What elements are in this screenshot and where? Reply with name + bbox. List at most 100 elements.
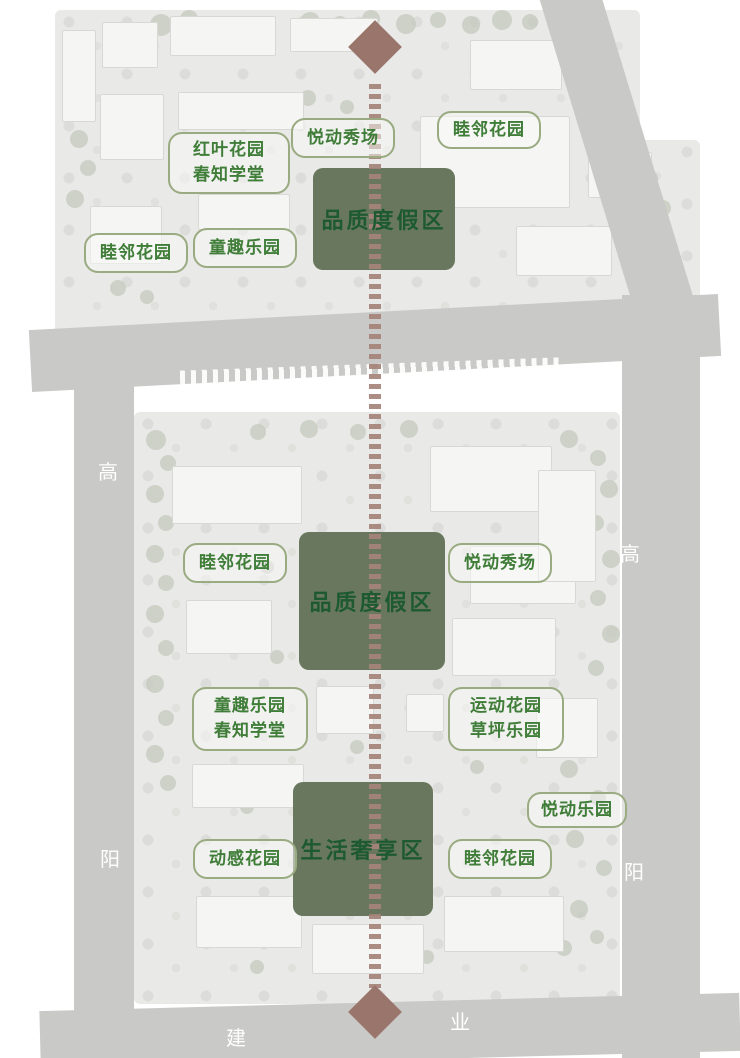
tree-canopy	[570, 900, 588, 918]
tree-canopy	[70, 130, 88, 148]
zone-quality-resort-mid-label: 品质度假区	[299, 532, 445, 670]
building-footprint	[452, 618, 556, 676]
tree-canopy	[350, 740, 364, 754]
building-footprint	[312, 924, 424, 974]
building-footprint	[192, 764, 304, 808]
building-footprint	[516, 226, 612, 276]
label-line: 红叶花园	[193, 140, 265, 160]
tree-canopy	[602, 625, 620, 643]
tree-canopy	[80, 160, 96, 176]
tree-canopy	[566, 830, 584, 848]
tree-canopy	[158, 640, 174, 656]
tree-canopy	[110, 280, 126, 296]
label-line: 童趣乐园	[214, 696, 286, 716]
label-joy-show-north: 悦动秀场	[291, 118, 395, 158]
zone-life-luxury-label: 生活奢享区	[293, 782, 433, 916]
tree-canopy	[158, 710, 174, 726]
tree-canopy	[270, 650, 284, 664]
building-footprint	[196, 896, 302, 948]
tree-canopy	[350, 424, 366, 440]
label-line: 春知学堂	[193, 165, 265, 184]
label-red-leaf-garden-school: 红叶花园 春知学堂	[168, 132, 290, 194]
building-footprint	[444, 896, 564, 952]
label-line: 童趣乐园	[209, 237, 281, 257]
tree-canopy	[300, 420, 318, 438]
zone-label-text: 品质度假区	[321, 208, 447, 233]
label-sports-lawn-garden: 运动花园 草坪乐园	[448, 687, 564, 751]
tree-canopy	[470, 760, 484, 774]
tree-canopy	[396, 14, 416, 34]
building-footprint	[172, 466, 302, 524]
tree-canopy	[590, 450, 606, 466]
label-kids-fun-school-mid: 童趣乐园 春知学堂	[192, 687, 308, 751]
tree-canopy	[158, 515, 174, 531]
tree-canopy	[146, 605, 164, 623]
tree-canopy	[146, 545, 164, 563]
label-line: 睦邻花园	[100, 242, 172, 262]
label-line: 运动花园	[470, 696, 542, 716]
road-label-left-top: 高	[98, 462, 119, 484]
tree-canopy	[158, 575, 174, 591]
central-axis-dashed-line	[369, 84, 381, 988]
tree-canopy	[600, 480, 618, 498]
building-footprint	[100, 94, 164, 160]
building-footprint	[170, 16, 276, 56]
road-label-left-bottom: 阳	[100, 849, 121, 871]
tree-canopy	[66, 190, 84, 208]
building-footprint	[470, 40, 562, 90]
tree-canopy	[140, 290, 154, 304]
tree-canopy	[462, 16, 480, 34]
road-label-right-top: 高	[620, 544, 641, 566]
tree-canopy	[430, 12, 446, 28]
tree-canopy	[146, 675, 164, 693]
building-footprint	[102, 22, 158, 68]
tree-canopy	[146, 745, 164, 763]
building-footprint	[186, 600, 272, 654]
road-label-bottom-left: 建	[226, 1028, 247, 1050]
label-line: 悦动秀场	[464, 552, 536, 572]
tree-canopy	[146, 485, 164, 503]
tree-canopy	[590, 590, 606, 606]
zone-label-text: 生活奢享区	[300, 838, 426, 863]
building-footprint	[62, 30, 96, 122]
label-line: 睦邻花园	[453, 119, 525, 139]
tree-canopy	[400, 420, 418, 438]
tree-canopy	[340, 100, 354, 114]
label-neighbor-garden-ne: 睦邻花园	[437, 111, 541, 149]
tree-canopy	[590, 930, 604, 944]
road-label-right-bottom: 阳	[624, 862, 645, 884]
road-label-bottom-right: 业	[450, 1012, 471, 1034]
label-line: 动感花园	[209, 848, 281, 868]
tree-canopy	[602, 550, 620, 568]
zone-quality-resort-north-block	[313, 168, 455, 270]
zone-label-text: 品质度假区	[309, 590, 435, 615]
label-line: 睦邻花园	[199, 552, 271, 572]
left-road	[74, 380, 134, 1058]
label-line: 悦动乐园	[541, 799, 613, 819]
tree-canopy	[160, 775, 176, 791]
zone-life-luxury-block	[293, 782, 433, 916]
tree-canopy	[588, 660, 604, 676]
zone-quality-resort-north-label: 品质度假区	[313, 168, 455, 270]
building-footprint	[198, 194, 290, 230]
building-footprint	[406, 694, 444, 732]
right-road	[622, 295, 700, 1058]
tree-canopy	[146, 430, 166, 450]
building-footprint	[430, 446, 552, 512]
tree-canopy	[250, 960, 264, 974]
tree-canopy	[560, 430, 578, 448]
label-kids-fun-park-north: 童趣乐园	[193, 228, 297, 268]
tree-canopy	[596, 860, 612, 876]
building-footprint	[178, 92, 304, 130]
label-line: 春知学堂	[214, 721, 286, 740]
tree-canopy	[522, 14, 538, 30]
label-line: 睦邻花园	[464, 848, 536, 868]
label-neighbor-garden-mid: 睦邻花园	[183, 543, 287, 583]
label-dynamic-garden: 动感花园	[193, 839, 297, 879]
label-joy-park: 悦动乐园	[527, 792, 627, 828]
label-line: 悦动秀场	[307, 127, 379, 147]
tree-canopy	[250, 424, 266, 440]
tree-canopy	[560, 760, 578, 778]
